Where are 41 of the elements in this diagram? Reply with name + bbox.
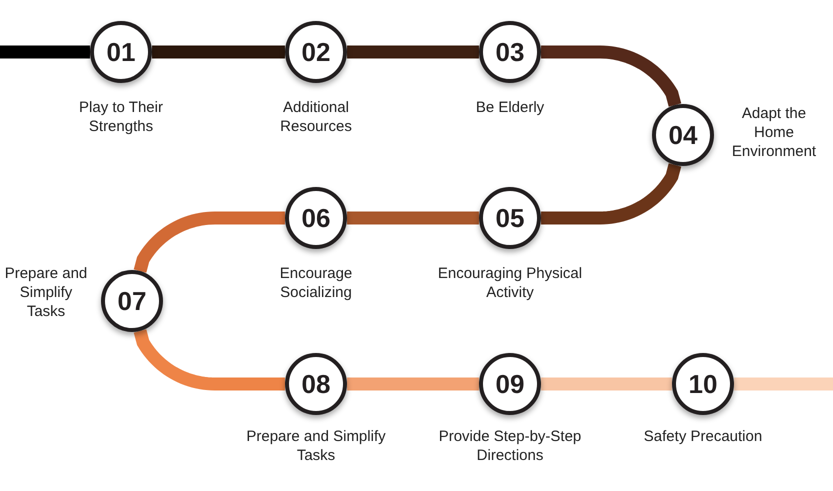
step-circle <box>285 353 347 415</box>
road-connector <box>134 212 285 273</box>
step-label: Prepare and Simplify Tasks <box>246 427 386 465</box>
step-circle <box>101 270 163 332</box>
step-number: 05 <box>496 202 524 234</box>
step-circle <box>672 353 734 415</box>
step-number: 01 <box>106 36 136 68</box>
step-number: 03 <box>496 36 524 68</box>
step-label: Prepare and Simplify Tasks <box>4 264 88 321</box>
road-connector <box>347 378 479 390</box>
step-circle <box>479 21 541 83</box>
step-number: 04 <box>668 120 698 150</box>
road-connector <box>541 163 682 224</box>
road-connector <box>152 46 285 58</box>
step-label: Adapt the Home Environment <box>730 104 818 161</box>
road-connector <box>734 378 833 390</box>
road-connector <box>0 46 90 58</box>
road-connector <box>541 46 682 107</box>
road-connector <box>134 329 285 390</box>
step-circle <box>285 21 347 83</box>
step-number: 02 <box>302 36 330 68</box>
step-label: Encouraging Physical Activity <box>436 264 584 302</box>
step-label: Provide Step-by-Step Directions <box>438 427 582 465</box>
step-circle <box>479 187 541 249</box>
step-circle <box>90 21 152 83</box>
step-circle <box>479 353 541 415</box>
road-connector <box>541 378 672 390</box>
step-number: 09 <box>496 368 524 400</box>
step-circle <box>285 187 347 249</box>
road-connector <box>347 212 479 224</box>
step-number: 08 <box>302 368 330 400</box>
step-number: 07 <box>118 286 146 316</box>
step-label: Safety Precaution <box>643 427 763 446</box>
step-label: Play to Their Strengths <box>78 98 164 136</box>
step-label: Encourage Socializing <box>278 264 354 302</box>
road-connector <box>347 46 479 58</box>
step-label: Additional Resources <box>279 98 353 136</box>
step-circle <box>652 104 714 166</box>
step-label: Be Elderly <box>474 98 546 117</box>
step-number: 06 <box>302 202 330 234</box>
step-number: 10 <box>688 368 718 400</box>
